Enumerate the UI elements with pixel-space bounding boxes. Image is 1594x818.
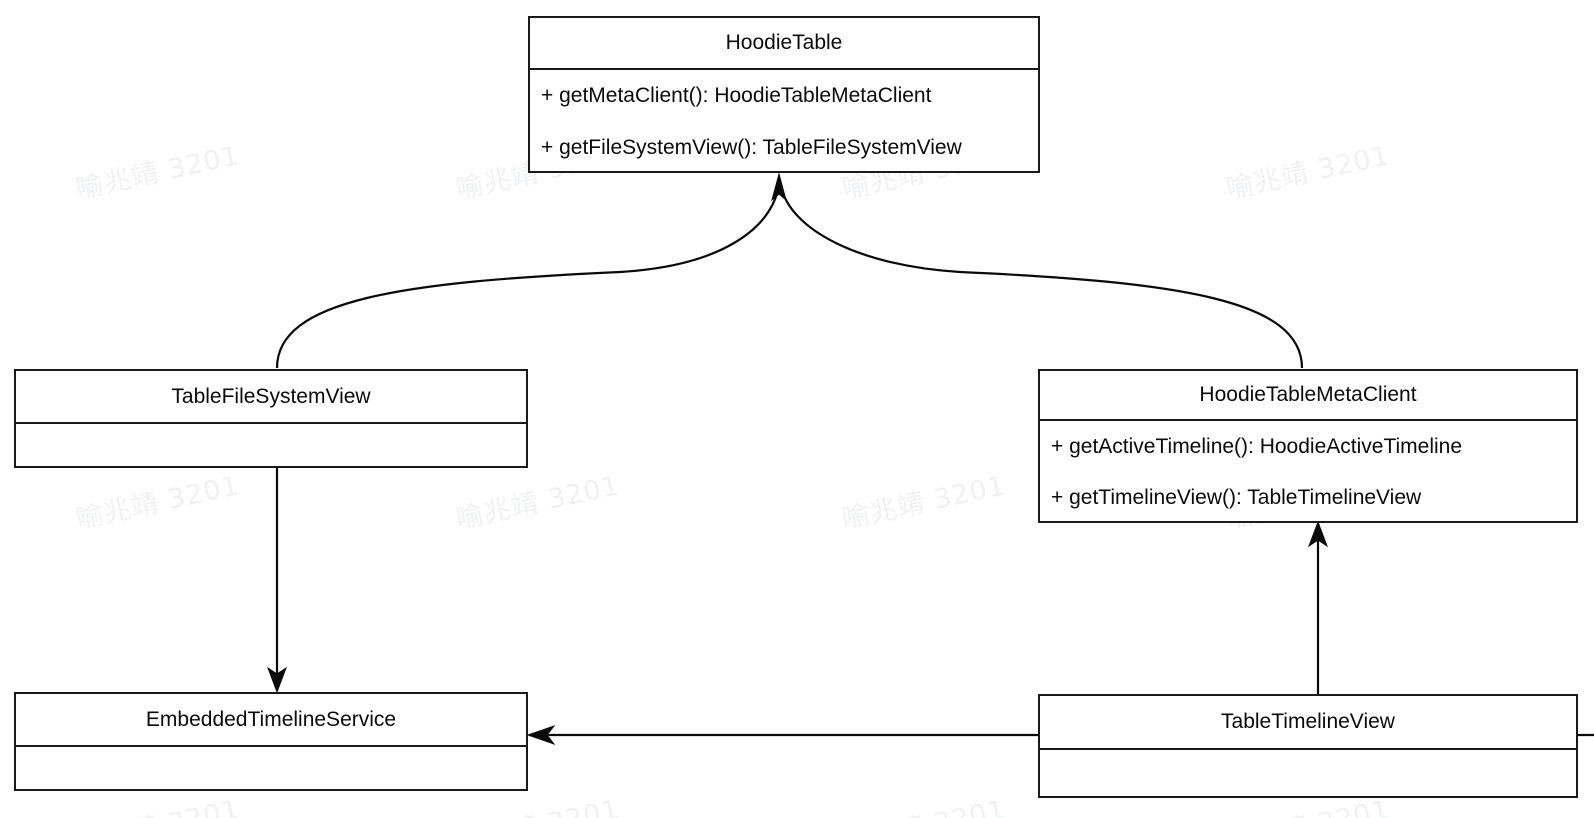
watermark-text: 喻兆靖 3201 [452,787,623,818]
arrowhead-left-embeddedtimelineservice [526,724,556,746]
class-members-hoodie-table-meta-client: + getActiveTimeline(): HoodieActiveTimel… [1040,419,1576,521]
watermark-text: 喻兆靖 3201 [838,787,1009,818]
watermark-text: 喻兆靖 3201 [73,470,243,536]
watermark-text: 喻兆靖 3201 [72,787,243,818]
class-members-table-timeline-view [1040,748,1576,796]
class-title-table-file-system-view: TableFileSystemView [171,385,371,408]
watermark-text: 喻兆靖 3201 [1223,140,1393,206]
class-box-embedded-timeline-service[interactable]: EmbeddedTimelineService [14,692,528,791]
class-members-embedded-timeline-service [16,745,526,789]
arrowhead-up-hoodietable-left [771,172,787,202]
edge-tablefilesystemview-to-hoodietable [275,185,781,369]
class-box-table-timeline-view[interactable]: TableTimelineView [1038,694,1578,798]
class-title-table-timeline-view: TableTimelineView [1221,710,1395,733]
class-member: + getFileSystemView(): TableFileSystemVi… [541,136,962,159]
class-title-embedded-timeline-service: EmbeddedTimelineService [145,708,397,731]
class-title-hoodie-table-meta-client: HoodieTableMetaClient [1199,383,1417,406]
arrowhead-up-hoodietablemetaclient [1307,520,1329,548]
class-title-hoodie-table: HoodieTable [725,31,843,54]
class-box-table-file-system-view[interactable]: TableFileSystemView [14,369,528,468]
class-member: + getMetaClient(): HoodieTableMetaClient [541,84,932,107]
edge-hoodietablemetaclient-to-hoodietable [779,185,1304,369]
arrowhead-down-embeddedtimelineservice [266,666,288,694]
class-box-hoodie-table-meta-client[interactable]: HoodieTableMetaClient + getActiveTimelin… [1038,369,1578,523]
watermark-text: 喻兆靖 3201 [839,470,1009,536]
class-member: + getTimelineView(): TableTimelineView [1051,486,1422,509]
class-members-hoodie-table: + getMetaClient(): HoodieTableMetaClient… [530,68,1038,171]
class-member: + getActiveTimeline(): HoodieActiveTimel… [1051,435,1463,458]
class-members-table-file-system-view [16,422,526,466]
watermark-text: 喻兆靖 3201 [453,470,623,536]
watermark-text: 喻兆靖 3201 [73,140,243,206]
class-box-hoodie-table[interactable]: HoodieTable + getMetaClient(): HoodieTab… [528,16,1040,173]
